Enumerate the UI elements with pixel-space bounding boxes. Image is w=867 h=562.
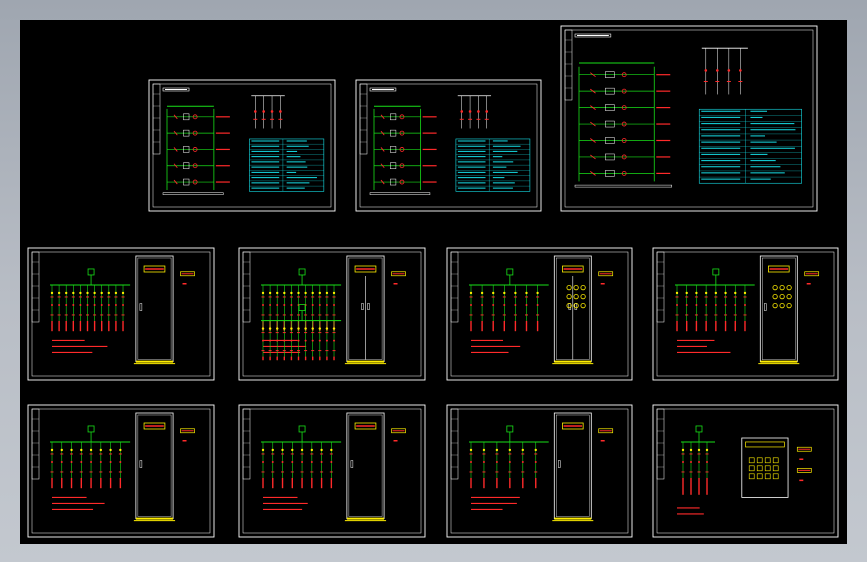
sheet-5[interactable] [238,247,426,381]
sheet-7[interactable] [652,247,839,381]
sheet-11[interactable] [652,404,839,538]
cad-model-space-viewport[interactable] [20,20,847,544]
sheet-10[interactable] [446,404,633,538]
sheet-3[interactable] [560,25,818,212]
sheet-9[interactable] [238,404,426,538]
cad-drawing-canvas[interactable] [20,20,847,544]
sheet-6[interactable] [446,247,633,381]
sheet-2[interactable] [355,79,542,212]
sheet-1[interactable] [148,79,336,212]
sheet-4[interactable] [27,247,215,381]
sheet-8[interactable] [27,404,215,538]
